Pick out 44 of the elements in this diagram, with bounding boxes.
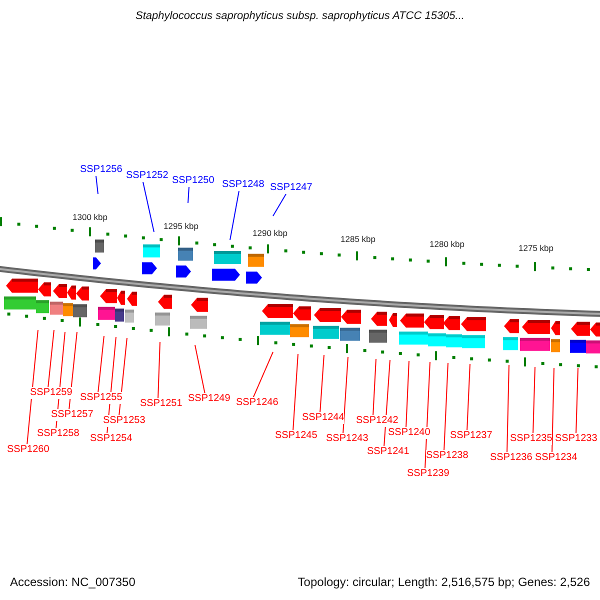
leader-line	[142, 182, 154, 232]
gene-label: SSP1257	[51, 409, 94, 421]
gene-label: SSP1253	[103, 415, 146, 427]
gene-label: SSP1235	[510, 433, 552, 445]
leader-line	[424, 362, 430, 470]
accession-text: Accession: NC_007350	[10, 575, 136, 589]
leader-line	[292, 354, 298, 432]
gene-label: SSP1255	[80, 392, 122, 404]
leader-line	[272, 194, 286, 216]
leader-line	[552, 368, 554, 454]
leader-line	[444, 362, 448, 452]
gene-label: SSP1259	[30, 387, 72, 399]
leader-line	[98, 336, 104, 394]
leader-line	[252, 352, 274, 398]
title: Staphylococcus saprophyticus subsp. saprophyticus ATCC 15305...	[134, 10, 466, 22]
scale-label: 1290 kbp	[252, 228, 288, 238]
leader-line	[194, 344, 206, 394]
leader-line	[48, 330, 54, 388]
leader-line	[230, 190, 240, 240]
leader-line	[372, 358, 376, 416]
leader-line	[532, 366, 536, 434]
scale-label: 1300 kbp	[72, 212, 108, 222]
leader-line	[26, 330, 38, 446]
scale-label: 1295 kbp	[164, 221, 198, 231]
gene-label: SSP1248	[222, 179, 264, 191]
leader-line	[576, 368, 578, 434]
scale-label: 1280 kbp	[430, 239, 464, 249]
leader-line	[342, 356, 348, 434]
scale-label: 1285 kbp	[340, 234, 376, 244]
leader-line	[466, 364, 470, 432]
gene-label: SSP1240	[388, 427, 430, 439]
gene-label: SSP1244	[302, 412, 344, 424]
gene-label: SSP1252	[126, 170, 168, 182]
genome-info-text: Topology: circular; Length: 2,516,575 bp; Genes: 2,526	[298, 575, 590, 589]
gene-label: SSP1247	[270, 182, 312, 194]
gene-label: SSP1242	[356, 415, 398, 427]
leader-line	[188, 186, 190, 204]
leader-line	[158, 342, 160, 400]
scale-label: 1275 kbp	[518, 243, 554, 253]
leader-line	[506, 364, 510, 454]
leader-line	[320, 354, 324, 414]
leader-line	[406, 360, 410, 428]
leader-line	[384, 360, 390, 448]
leader-line	[96, 176, 98, 194]
